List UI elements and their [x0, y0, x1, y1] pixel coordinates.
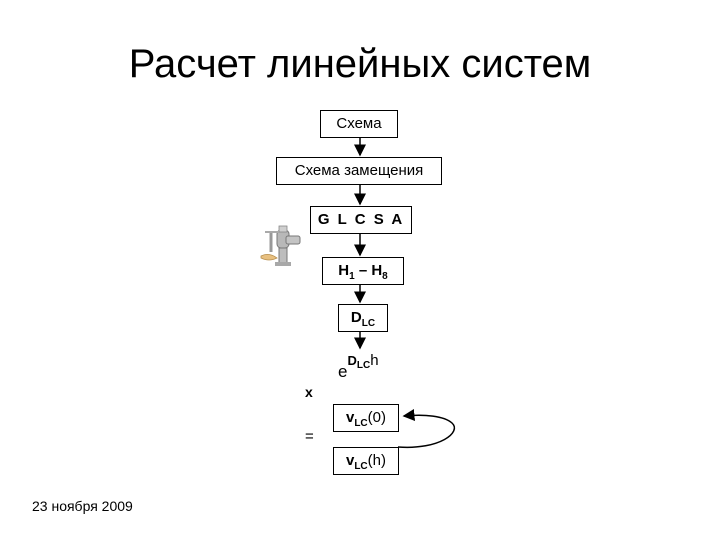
- times-sign: x: [305, 384, 313, 400]
- box-glcsa: G L C S A: [310, 206, 412, 234]
- box-scheme: Схема: [320, 110, 398, 138]
- box-glcsa-label: G L C S A: [317, 211, 405, 228]
- vh-main: v: [345, 452, 355, 469]
- box-dlc: DLC: [338, 304, 388, 332]
- exp-sup-tail: h: [370, 352, 379, 369]
- dlc-sub: LC: [361, 318, 376, 329]
- h-dash: – H: [354, 262, 383, 279]
- slide-title: Расчет линейных систем: [128, 42, 592, 86]
- exp-expression: eDLCh: [338, 350, 379, 381]
- equals-sign: =: [305, 428, 314, 445]
- meat-grinder-icon: [260, 225, 301, 266]
- h-main: H: [338, 262, 350, 279]
- feedback-arrow: [397, 409, 456, 449]
- h-sub1: 1: [349, 271, 355, 282]
- v0-main: v: [345, 409, 355, 426]
- box-v-lc-h: vLC(h): [333, 447, 399, 475]
- box-scheme-label: Схема: [336, 115, 382, 132]
- box-h1-h8: H1 – H8: [322, 257, 404, 285]
- box-equivalent-label: Схема замещения: [294, 162, 424, 179]
- exp-base: e: [338, 362, 348, 381]
- vh-sub: LC: [354, 461, 368, 472]
- exp-sup-main: D: [347, 353, 357, 368]
- v0-sub: LC: [354, 418, 368, 429]
- h-sub2: 8: [382, 271, 388, 282]
- box-equivalent-scheme: Схема замещения: [276, 157, 442, 185]
- dlc-main: D: [350, 309, 362, 326]
- v0-tail: (0): [367, 409, 387, 426]
- vh-tail: (h): [367, 452, 387, 469]
- box-v-lc-0: vLC(0): [333, 404, 399, 432]
- slide-date: 23 ноября 2009: [32, 498, 133, 514]
- exp-sup-sub: LC: [356, 360, 371, 371]
